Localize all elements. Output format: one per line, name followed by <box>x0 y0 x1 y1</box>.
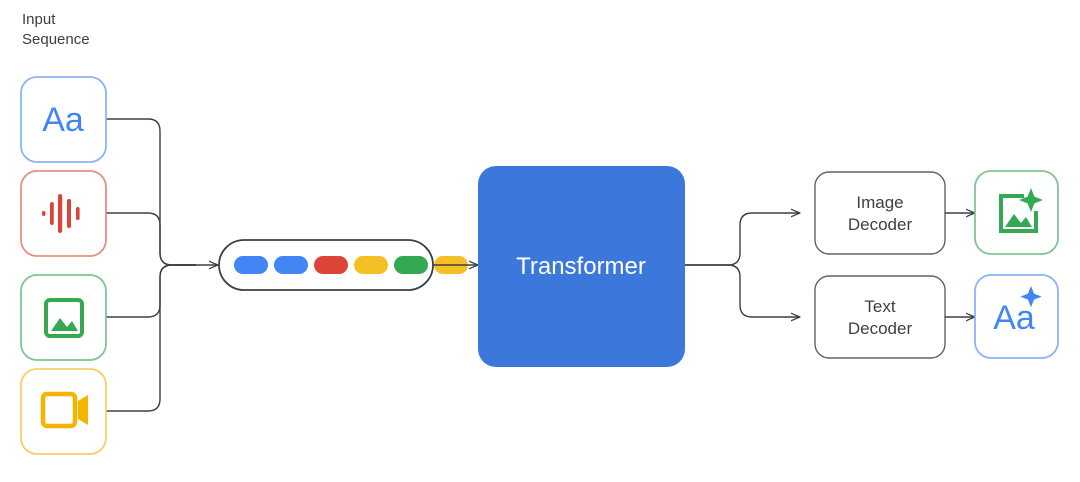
token-item <box>394 256 428 274</box>
image-sparkle-icon <box>999 188 1043 233</box>
text-decoder-label-line1: Text <box>864 297 895 316</box>
input-sequence-caption-line2: Sequence <box>22 31 90 48</box>
transformer-rect <box>478 166 685 367</box>
text-sparkle-icon: Aa <box>993 299 1035 337</box>
text-input-rect <box>20 76 107 163</box>
token-item <box>274 256 308 274</box>
transformer-block[interactable]: Transformer <box>478 166 685 367</box>
audio-input-rect <box>20 170 107 257</box>
token-item <box>314 256 348 274</box>
image-decoder-rect <box>814 171 946 255</box>
image-input-rect <box>20 274 107 361</box>
transformer-label: Transformer <box>516 253 646 280</box>
generated-image-output-card[interactable] <box>974 170 1059 255</box>
image-decoder-label-line2: Decoder <box>848 215 913 234</box>
sparkle-icon <box>1020 286 1042 308</box>
input-connector-lines <box>106 118 196 412</box>
generated-image-output-rect <box>974 170 1059 255</box>
text-decoder-label-line2: Decoder <box>848 319 913 338</box>
text-input-card[interactable]: Aa <box>20 76 107 163</box>
token-item <box>354 256 388 274</box>
image-picture-icon <box>44 298 84 338</box>
text-decoder-box[interactable]: Text Decoder <box>814 275 946 359</box>
video-input-card[interactable] <box>20 368 107 455</box>
text-decoder-rect <box>814 275 946 359</box>
input-sequence-caption-line1: Input <box>22 11 56 28</box>
token-sequence-pill <box>218 239 468 291</box>
video-input-rect <box>20 368 107 455</box>
generated-text-output-card[interactable]: Aa <box>974 274 1059 359</box>
decoder-connector-lines <box>685 213 800 317</box>
token-item <box>234 256 268 274</box>
text-Aa-icon: Aa <box>42 101 84 139</box>
audio-waveform-icon <box>42 194 80 233</box>
image-decoder-label-line1: Image <box>856 193 903 212</box>
image-input-card[interactable] <box>20 274 107 361</box>
image-decoder-box[interactable]: Image Decoder <box>814 171 946 255</box>
audio-input-card[interactable] <box>20 170 107 257</box>
video-camera-icon <box>40 391 88 429</box>
